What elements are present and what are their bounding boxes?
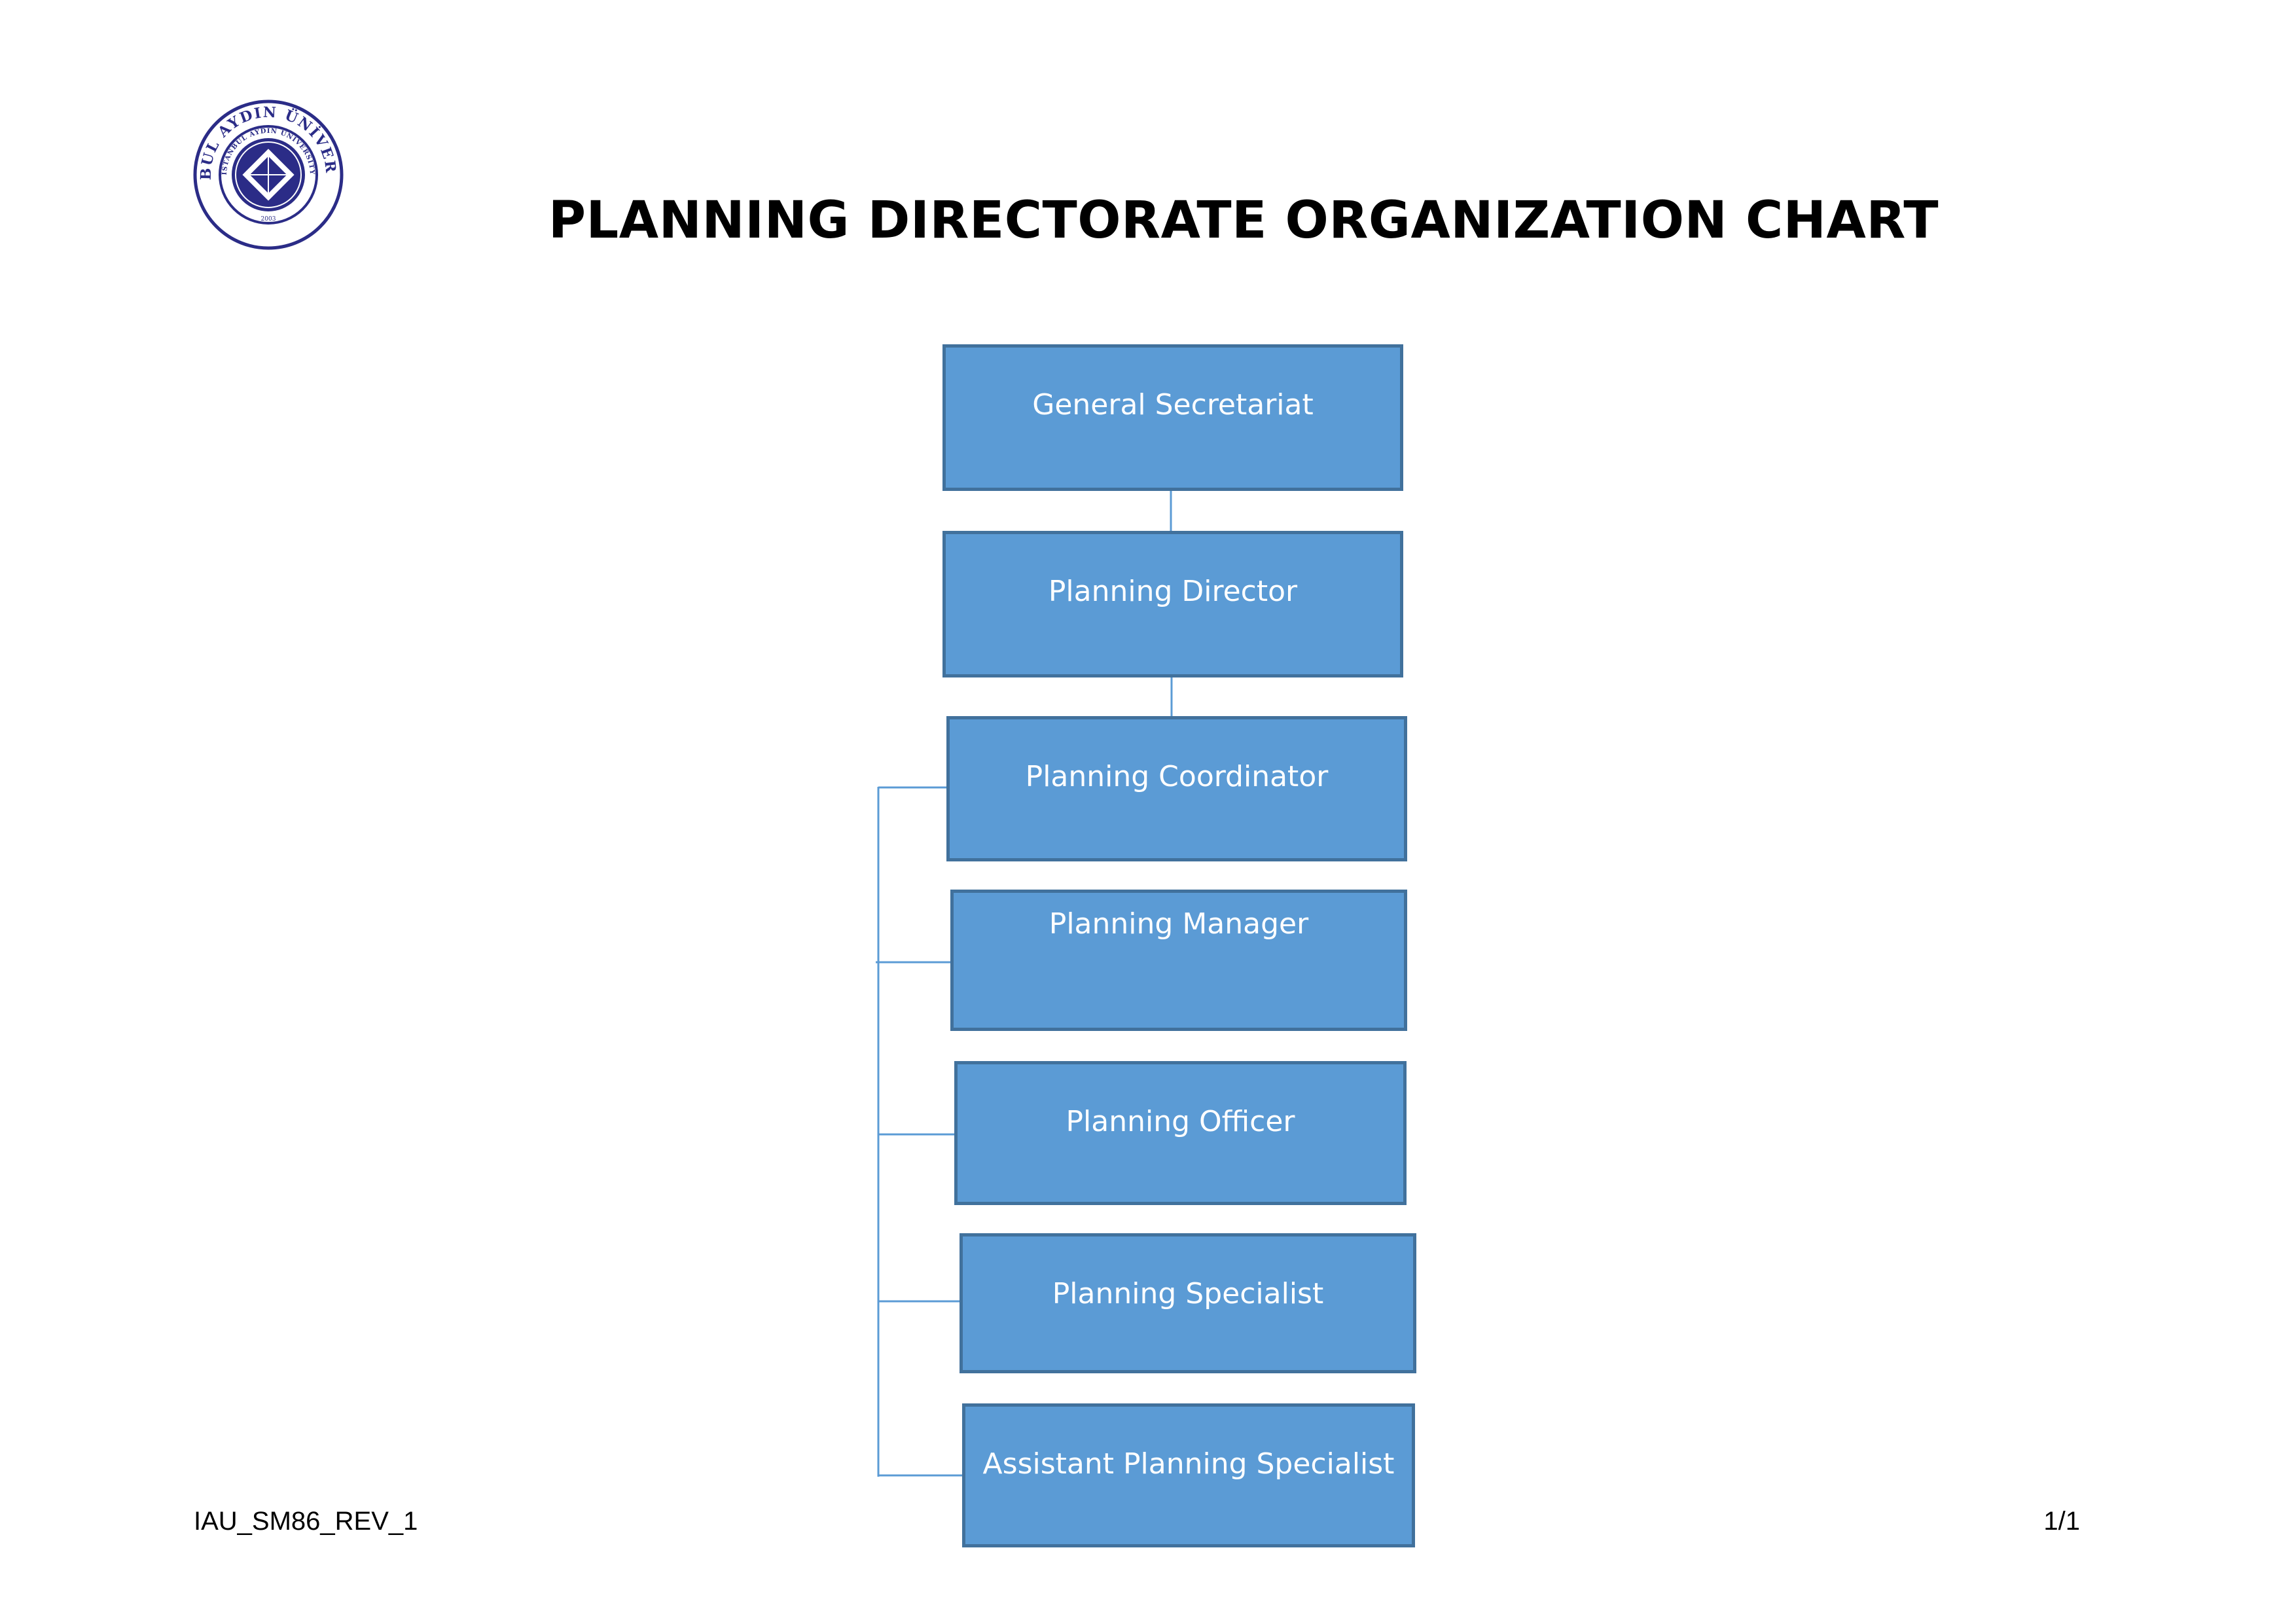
- node-label: Planning Specialist: [1052, 1277, 1324, 1310]
- document-code: IAU_SM86_REV_1: [194, 1507, 418, 1536]
- node-assistant-planning-specialist: Assistant Planning Specialist: [962, 1403, 1415, 1547]
- node-planning-specialist: Planning Specialist: [960, 1233, 1416, 1373]
- node-label: Planning Coordinator: [1025, 760, 1329, 793]
- node-general-secretariat: General Secretariat: [942, 344, 1403, 491]
- page-number: 1/1: [2043, 1507, 2080, 1536]
- node-planning-coordinator: Planning Coordinator: [946, 716, 1407, 861]
- university-logo: İSTANBUL AYDIN ÜNİVERSİTESİ İSTANBUL AYD…: [192, 99, 344, 250]
- node-label: Planning Manager: [1049, 907, 1309, 941]
- node-label: Assistant Planning Specialist: [982, 1447, 1395, 1481]
- node-planning-officer: Planning Officer: [954, 1061, 1407, 1205]
- logo-year: 2003: [261, 216, 276, 223]
- node-label: General Secretariat: [1032, 388, 1314, 422]
- node-planning-manager: Planning Manager: [950, 890, 1407, 1031]
- node-label: Planning Director: [1048, 575, 1298, 608]
- node-label: Planning Officer: [1066, 1105, 1295, 1138]
- page-title: PLANNING DIRECTORATE ORGANIZATION CHART: [548, 191, 1939, 250]
- node-planning-director: Planning Director: [942, 531, 1403, 677]
